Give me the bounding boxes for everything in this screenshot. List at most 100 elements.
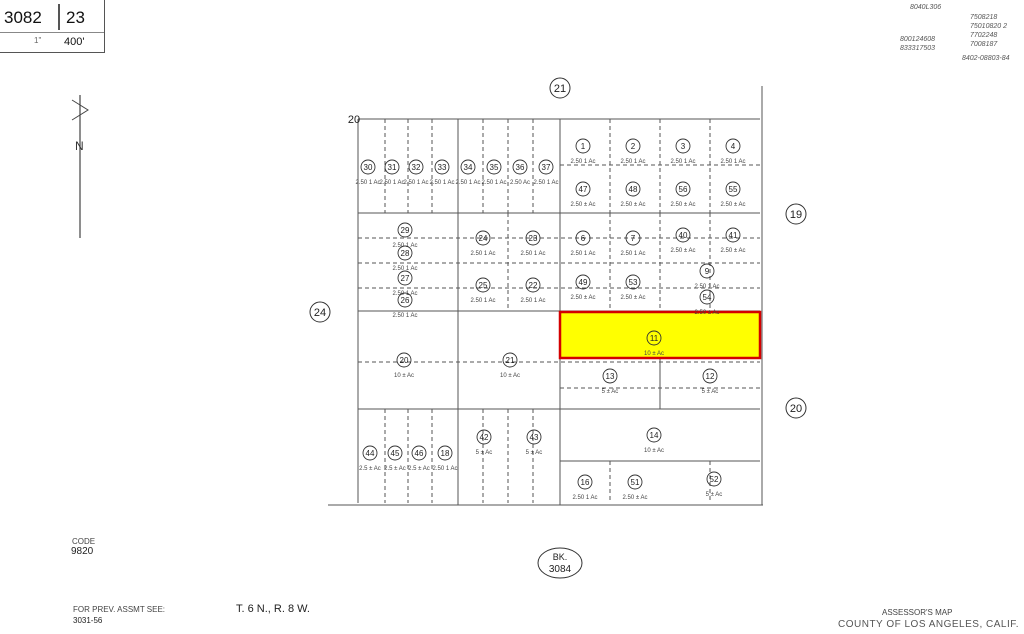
parcel-13: 135 ± Ac <box>602 368 619 395</box>
parcel-area: 5 ± Ac <box>476 450 493 456</box>
parcel-area: 2.50 1 Ac <box>620 251 645 257</box>
parcel-number: 49 <box>579 278 588 287</box>
parcel-number: 28 <box>401 249 410 258</box>
parcel-number-circle <box>575 181 591 197</box>
parcel-12: 125 ± Ac <box>702 368 718 395</box>
code-value: 9820 <box>71 546 94 557</box>
parcel-number: 55 <box>729 185 738 194</box>
parcel-number: 23 <box>529 234 538 243</box>
parcel-number-circle <box>675 227 691 243</box>
parcel-number: 26 <box>401 296 410 305</box>
parcel-number: 21 <box>506 356 515 365</box>
parcel-area: 2.50 1 Ac <box>470 298 495 304</box>
parcel-number: 31 <box>388 163 397 172</box>
parcel-4: 4 2.50 1 Ac <box>720 138 746 165</box>
section-circle <box>785 397 807 419</box>
parcel-area: 2.50 1 Ac <box>620 159 645 165</box>
parcel-number-circle <box>397 245 413 261</box>
township-label: T. 6 N., R. 8 W. <box>236 603 310 615</box>
parcel-number-circle <box>396 352 412 368</box>
parcel-number: 37 <box>542 163 551 172</box>
map-title-line2: COUNTY OF LOS ANGELES, CALIF. <box>838 619 1020 630</box>
parcel-51: 512.50 ± Ac <box>623 474 647 501</box>
north-arrow-head <box>71 99 89 121</box>
parcel-37: 372.50 1 Ac <box>533 159 559 186</box>
parcel-number: 24 <box>479 234 488 243</box>
parcel-area: 10 ± Ac <box>394 373 414 379</box>
parcel-number-circle <box>526 429 542 445</box>
book-reference: BK.3084 <box>537 547 583 579</box>
parcel-area: 2.5 ± Ac <box>359 466 381 472</box>
north-label: N <box>75 139 84 153</box>
parcel-33: 332.50 1 Ac <box>429 159 455 186</box>
prev-assmt-label: FOR PREV. ASSMT SEE: <box>73 605 166 614</box>
parcel-number: 14 <box>650 431 659 440</box>
parcel-area: 2.50 1 Ac <box>379 180 404 186</box>
parcel-32: 322.50 1 Ac <box>403 159 429 186</box>
parcel-number: 29 <box>401 226 410 235</box>
parcel-area: 2.50 ± Ac <box>721 248 746 254</box>
parcel-area: 2.50 1 Ac <box>572 495 597 501</box>
section-label-right_upper: 19 <box>785 203 807 225</box>
parcel-area: 2.50 1 Ac <box>570 159 595 165</box>
parcel-number: 4 <box>731 142 736 151</box>
parcel-34: 342.50 1 Ac <box>455 159 481 186</box>
parcel-number: 32 <box>412 163 421 172</box>
book-page-box: 3082 23 1" 400' <box>0 0 105 53</box>
parcel-number-circle <box>625 230 641 246</box>
parcel-area: 2.50 ± Ac <box>571 295 596 301</box>
parcel-number: 7 <box>631 234 636 243</box>
parcel-number-circle <box>706 471 722 487</box>
parcel-number: 48 <box>629 185 638 194</box>
parcel-number: 30 <box>364 163 373 172</box>
parcel-area: 2.50 ± Ac <box>621 295 646 301</box>
parcel-area: 5 ± Ac <box>602 389 619 395</box>
parcel-number-circle <box>397 270 413 286</box>
parcel-24: 242.50 1 Ac <box>470 230 496 257</box>
book-reference-label: BK. <box>553 552 568 562</box>
section-circle <box>309 301 331 323</box>
parcel-number-circle <box>397 292 413 308</box>
section-circle <box>549 77 571 99</box>
parcel-number-circle <box>408 159 424 175</box>
parcel-area: 10 ± Ac <box>644 351 664 357</box>
parcel-number: 9 <box>705 267 710 276</box>
parcel-area: 2.50 1 Ac <box>520 251 545 257</box>
parcel-number-circle <box>625 138 641 154</box>
parcel-45: 452.5 ± Ac <box>384 445 406 472</box>
parcel-number-circle <box>646 330 662 346</box>
parcel-grid <box>328 86 763 506</box>
parcel-number-circle <box>577 474 593 490</box>
parcel-number-circle <box>699 263 715 279</box>
parcel-number: 36 <box>516 163 525 172</box>
section-label-top_left: 20 <box>348 114 360 126</box>
parcel-area: 2.50 ± Ac <box>671 202 696 208</box>
parcel-47: 47 2.50 ± Ac <box>571 181 596 208</box>
parcel-area: 2.50 ± Ac <box>571 202 596 208</box>
parcel-number: 56 <box>679 185 688 194</box>
map-title-line1: ASSESSOR'S MAP <box>882 608 953 617</box>
parcel-44: 442.5 ± Ac <box>359 445 381 472</box>
parcel-48: 482.50 ± Ac <box>621 181 645 208</box>
parcel-area: 2.50 1 Ac <box>432 466 457 472</box>
parcel-area: 2.50 1 Ac <box>392 291 417 297</box>
parcel-9: 92.50 1 Ac <box>694 263 720 290</box>
parcel-number: 20 <box>400 356 409 365</box>
parcel-area: 2.50 1 Ac <box>392 313 417 319</box>
parcel-number-circle <box>702 368 718 384</box>
parcel-number-circle <box>646 427 662 443</box>
parcel-26: 262.50 1 Ac <box>392 292 418 319</box>
parcel-number: 47 <box>579 185 588 194</box>
parcel-area: 2.50 1 Ac <box>720 159 745 165</box>
parcel-number-circle <box>387 445 403 461</box>
parcel-number: 42 <box>480 433 489 442</box>
parcel-number-circle <box>538 159 554 175</box>
page-number: 23 <box>66 8 85 27</box>
parcel-number: 45 <box>391 449 400 458</box>
scale-label: 400' <box>64 36 85 48</box>
parcel-number-circle <box>512 159 528 175</box>
